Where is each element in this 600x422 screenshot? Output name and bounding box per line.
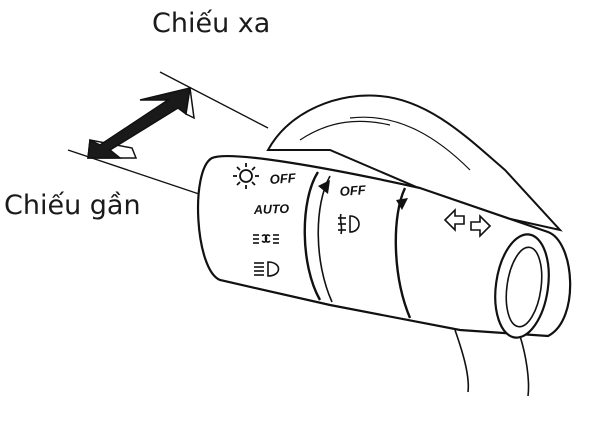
outer-ring-symbols: [233, 163, 330, 277]
lever-body: [197, 155, 572, 397]
inner-ring-pointer: [396, 198, 408, 210]
parking-light-icon: [253, 234, 279, 244]
turn-signal-arrows-icon: [443, 208, 492, 238]
front-fog-light-icon: [338, 213, 360, 235]
low-beam-label: Chiếu gần: [4, 190, 141, 221]
headlight-on-icon: [254, 261, 280, 277]
outer-ring-pointer: [318, 180, 330, 194]
headlight-off-icon: [233, 163, 259, 189]
inner-ring-symbols: [338, 198, 408, 235]
steering-column: [266, 94, 563, 232]
two-way-arrow-icon: [87, 87, 195, 159]
high-beam-label: Chiếu xa: [152, 8, 271, 39]
high-beam-guide-line: [159, 71, 269, 129]
